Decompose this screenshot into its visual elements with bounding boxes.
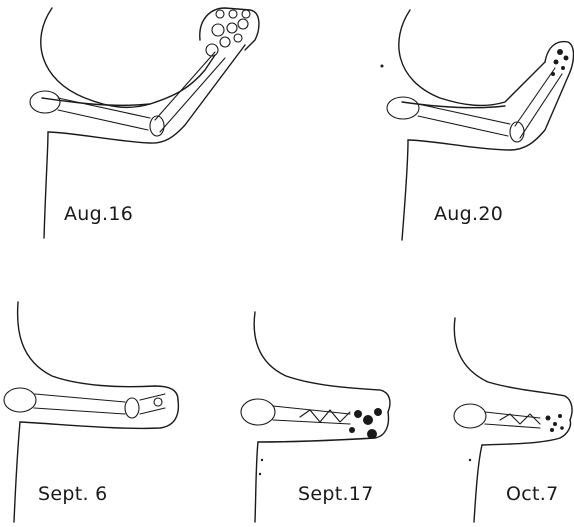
regeneration-stipple — [551, 72, 555, 76]
body-outline — [254, 312, 390, 412]
humerus — [34, 394, 125, 414]
body-lower-outline — [402, 140, 408, 240]
panel-aug16: Aug.16 — [0, 0, 290, 250]
radius — [515, 68, 555, 126]
carpal — [234, 34, 242, 42]
panel-label: Oct.7 — [506, 483, 558, 505]
limb-drawing-aug16 — [0, 0, 290, 250]
body-outline — [399, 10, 545, 105]
elbow-joint — [125, 398, 139, 418]
regeneration-stipple — [557, 49, 563, 55]
stray-dot — [261, 459, 263, 461]
regeneration-stipple — [367, 429, 377, 439]
body-lower-outline — [14, 422, 20, 522]
elbow-joint — [150, 116, 164, 136]
panel-oct7: Oct.7 — [410, 290, 574, 527]
carpal — [212, 24, 224, 36]
digit — [242, 10, 250, 18]
regeneration-stipple — [546, 416, 551, 421]
ulna — [160, 58, 225, 132]
regeneration-stipple — [554, 60, 559, 65]
body-outline — [454, 318, 572, 420]
body-outline — [41, 8, 215, 107]
body-lower-outline — [44, 132, 48, 238]
stray-dot — [381, 65, 384, 68]
panel-label: Sept. 6 — [38, 483, 108, 505]
carpal — [154, 398, 162, 406]
upper-arm-outline — [408, 72, 570, 150]
stray-dot — [259, 473, 261, 475]
humerus — [485, 412, 540, 428]
carpal — [220, 37, 230, 47]
humerus-head — [4, 388, 36, 412]
regeneration-stipple — [550, 428, 554, 432]
panel-aug20: Aug.20 — [290, 0, 574, 250]
regeneration-stipple — [363, 415, 373, 425]
panel-sept17: Sept.17 — [200, 290, 410, 527]
carpal — [238, 19, 248, 29]
humerus-head — [454, 404, 486, 428]
arm-outline — [482, 420, 571, 445]
regeneration-stipple — [374, 408, 382, 416]
body-lower-outline — [255, 442, 258, 522]
stray-dot — [469, 459, 471, 461]
humerus-head — [241, 399, 275, 425]
panel-label: Aug.16 — [64, 203, 133, 225]
body-outline — [18, 302, 178, 400]
humerus — [58, 98, 150, 130]
panel-sept6: Sept. 6 — [0, 290, 200, 527]
panel-label: Aug.20 — [434, 203, 503, 225]
carpal — [227, 23, 237, 33]
regeneration-stipple — [354, 410, 362, 418]
regeneration-stipple — [561, 66, 565, 70]
humerus-head — [387, 97, 419, 119]
hand-outline — [545, 42, 574, 72]
humerus — [418, 104, 510, 136]
ulna — [140, 408, 165, 414]
regeneration-stipple — [564, 56, 569, 61]
humerus — [273, 406, 350, 424]
digit — [229, 10, 237, 18]
regeneration-stipple — [349, 427, 355, 433]
regeneration-stipple — [558, 414, 562, 418]
digit — [216, 10, 224, 18]
elbow-joint — [510, 122, 524, 142]
carpal — [206, 44, 218, 56]
regeneration-stipple — [553, 422, 557, 426]
regeneration-stipple — [560, 426, 564, 430]
radius — [155, 52, 215, 120]
panel-label: Sept.17 — [298, 483, 374, 505]
humerus-head — [30, 91, 60, 113]
limb-drawing-aug20 — [290, 0, 574, 250]
body-lower-outline — [474, 445, 482, 522]
